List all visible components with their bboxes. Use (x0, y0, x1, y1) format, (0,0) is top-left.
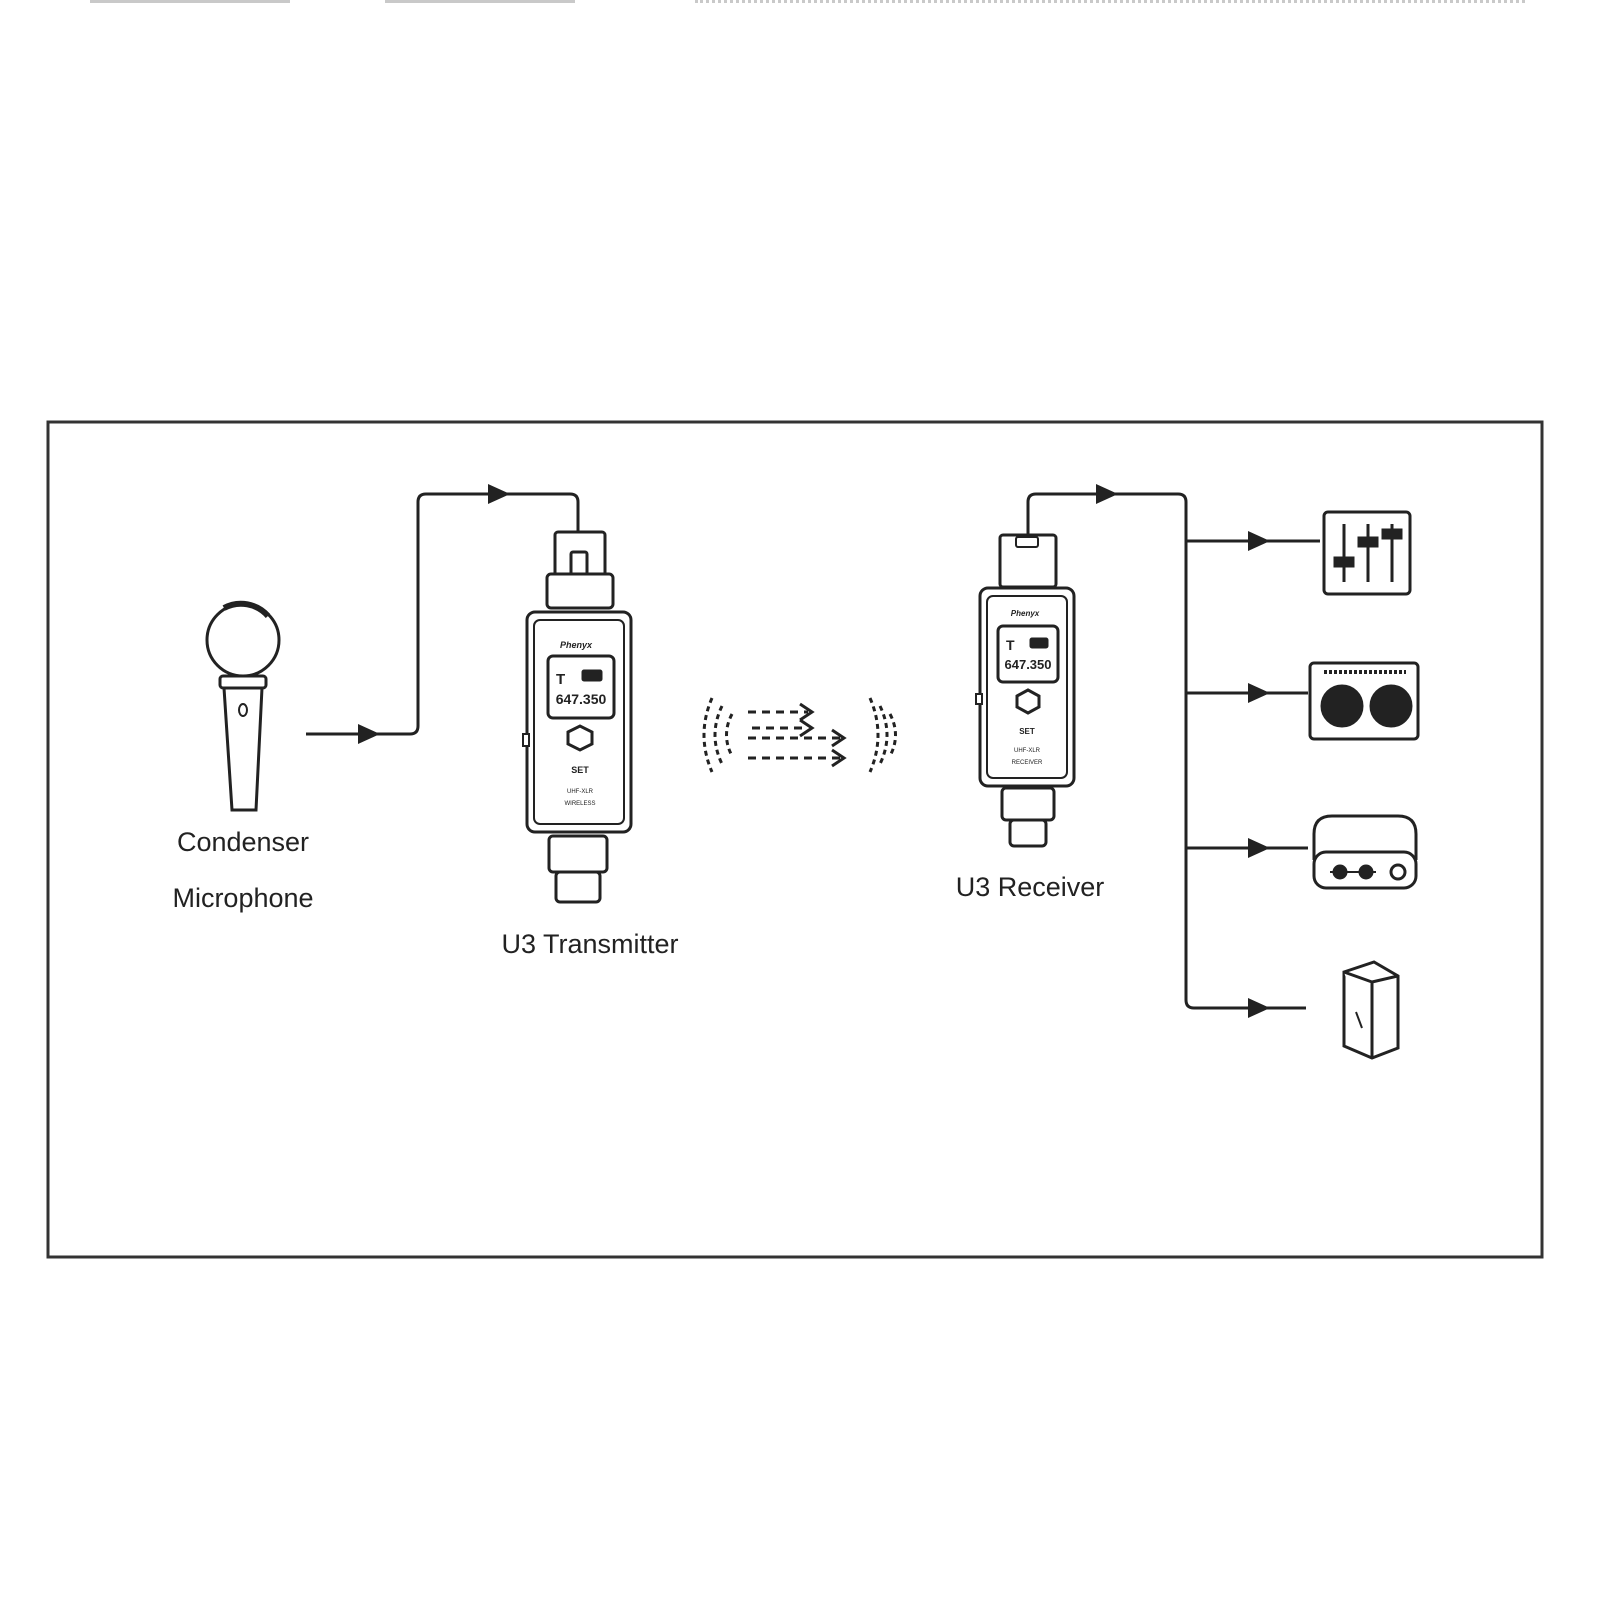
diagram-frame (46, 420, 1544, 1259)
wireless-signal-icon (702, 697, 897, 773)
receiver-screen-mode: T (1006, 637, 1015, 653)
mixer-icon (1322, 510, 1412, 596)
speaker-amp-icon (1308, 661, 1420, 741)
strip-segment (385, 0, 575, 3)
transmitter-label: U3 Transmitter (501, 929, 678, 959)
arrow-icon (1248, 998, 1270, 1018)
arrow-icon (358, 724, 380, 744)
arrow-icon (488, 484, 510, 504)
arrow-icon (1248, 838, 1270, 858)
microphone-icon (205, 600, 281, 812)
svg-text:UHF-XLR: UHF-XLR (567, 789, 594, 795)
audio-interface-icon (1312, 814, 1418, 890)
microphone-label-line2: Microphone (172, 883, 313, 913)
receiver-screen-frequency: 647.350 (1005, 657, 1052, 672)
arrow-icon (1096, 484, 1118, 504)
svg-text:WIRELESS: WIRELESS (564, 801, 595, 807)
microphone-label-line1: Condenser (177, 827, 309, 857)
receiver-set-label: SET (1019, 727, 1035, 736)
strip-dotted-line (695, 0, 1525, 3)
svg-text:Phenyx: Phenyx (560, 640, 593, 650)
transmitter-screen-frequency: 647.350 (556, 691, 607, 707)
monitor-speaker-icon (1342, 960, 1400, 1060)
transmitter-device: Phenyx T 647.350 SET UHF-XLR WIRELESS (522, 530, 633, 904)
svg-text:RECEIVER: RECEIVER (1012, 760, 1043, 766)
svg-text:UHF-XLR: UHF-XLR (1014, 748, 1041, 754)
receiver-device: Phenyx T 647.350 SET UHF-XLR RECEIVER (975, 533, 1076, 848)
top-decorative-strip (0, 0, 1600, 6)
mic-to-transmitter-cable (306, 492, 580, 736)
svg-text:Phenyx: Phenyx (1011, 609, 1040, 618)
transmitter-screen-mode: T (556, 671, 565, 688)
arrow-icon (1248, 531, 1270, 551)
arrow-icon (1248, 683, 1270, 703)
strip-segment (90, 0, 290, 3)
receiver-label: U3 Receiver (956, 872, 1105, 902)
transmitter-set-label: SET (571, 765, 589, 775)
